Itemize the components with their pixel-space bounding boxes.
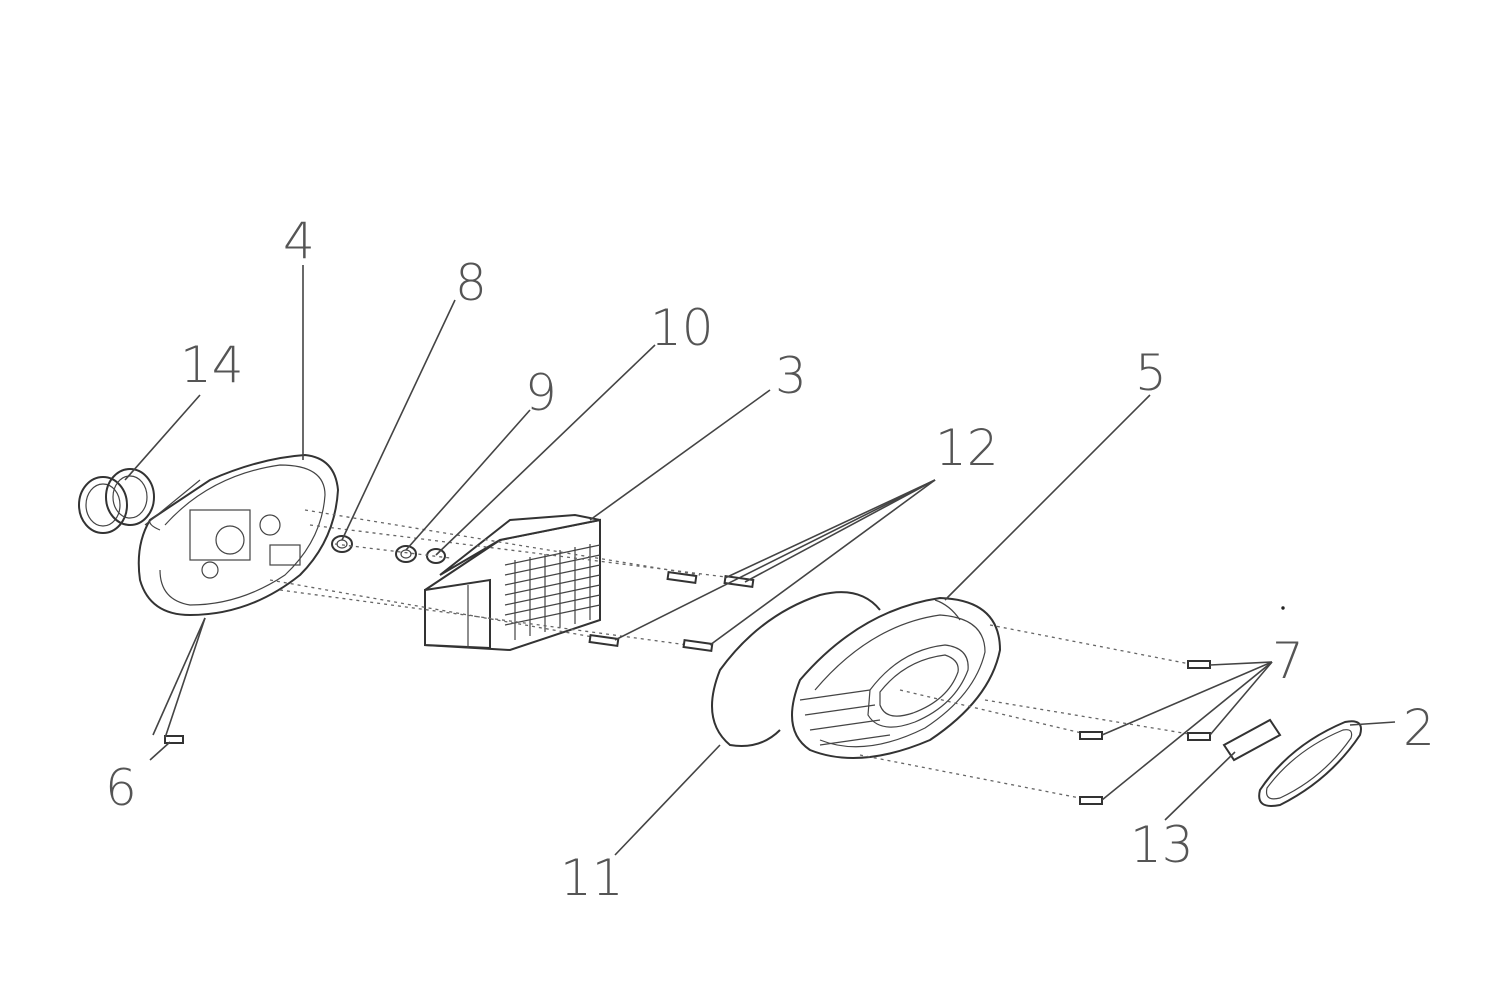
part-gasket [711,591,881,747]
label-2: 2 [1403,699,1435,757]
part-plate-13 [1222,718,1282,762]
part-screws-7 [1079,660,1211,805]
heatsink-fins [504,544,601,640]
label-12: 12 [935,419,999,477]
label-11: 11 [560,849,624,907]
leader-lines [124,265,1396,856]
label-8: 8 [455,254,487,312]
label-9: 9 [525,364,557,422]
part-window-2 [1258,720,1362,807]
label-4: 4 [283,212,315,270]
part-ring-double [78,468,155,534]
part-module [424,513,601,652]
part-front-cover [791,596,1002,759]
label-13: 13 [1130,816,1194,874]
part-washer-9 [395,545,417,563]
label-5: 5 [1135,344,1167,402]
part-rear-housing [137,453,340,617]
label-7: 7 [1272,632,1304,690]
callout-labels: 4 8 10 14 9 3 5 12 7 2 6 13 11 [105,212,1435,907]
label-10: 10 [650,299,714,357]
assembly-lines-right [859,624,1196,801]
label-14: 14 [180,336,244,394]
part-nut-10 [426,548,446,564]
assembly-lines-left [269,509,751,649]
label-3: 3 [775,347,807,405]
part-screws-6 [164,735,184,744]
speck-dot [1281,606,1285,610]
label-6: 6 [105,759,137,817]
